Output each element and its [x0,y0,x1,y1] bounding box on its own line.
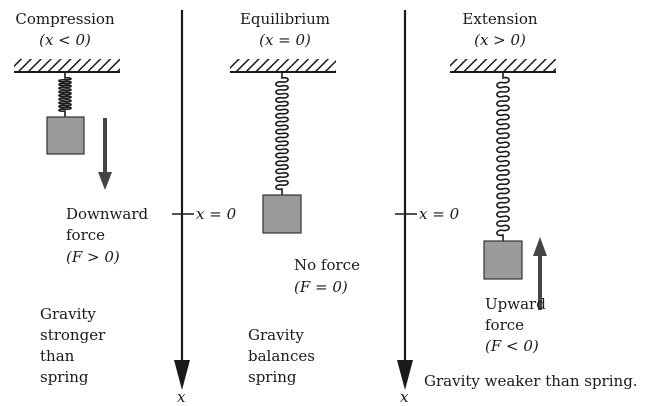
extension-spring [496,72,510,241]
extension-force-line1: Upward [485,295,546,313]
left-x-axis: x = 0 x [172,10,237,406]
compression-gravity-line3: than [40,347,75,365]
right-axis-label: x [400,388,409,406]
right-axis-arrowhead [397,360,413,390]
equilibrium-gravity-line1: Gravity [248,326,304,344]
compression-force-line2: force [66,226,105,244]
extension-force-line3: (F < 0) [485,337,539,355]
equilibrium-gravity-line3: spring [248,368,297,386]
equilibrium-force-line2: (F = 0) [294,278,348,296]
equilibrium-condition: (x = 0) [259,31,311,49]
left-zero-label: x = 0 [196,205,237,223]
extension-condition: (x > 0) [474,31,526,49]
equilibrium-title: Equilibrium [240,10,330,28]
equilibrium-ceiling [230,59,336,72]
equilibrium-spring [275,72,289,195]
equilibrium-panel: Equilibrium (x = 0) No force (F = 0) Gra… [230,10,360,386]
right-zero-label: x = 0 [419,205,460,223]
extension-panel: Extension (x > 0) Upward force (F < 0) G… [424,10,638,390]
extension-gravity-text: Gravity weaker than spring. [424,372,638,390]
compression-mass [46,116,85,155]
equilibrium-gravity-line2: balances [248,347,315,365]
compression-gravity-line2: stronger [40,326,106,344]
upward-force-arrow [533,237,547,310]
compression-force-line1: Downward [66,205,149,223]
compression-title: Compression [15,10,115,28]
compression-panel: Compression (x < 0) Downward force (F > … [14,10,149,386]
extension-title: Extension [462,10,538,28]
compression-gravity-line4: spring [40,368,89,386]
equilibrium-force-line1: No force [294,256,360,274]
left-axis-arrowhead [174,360,190,390]
compression-spring [58,72,72,117]
extension-ceiling [450,59,556,72]
compression-condition: (x < 0) [39,31,91,49]
compression-ceiling [14,59,120,72]
extension-force-line2: force [485,316,524,334]
right-x-axis: x = 0 x [395,10,460,406]
equilibrium-mass [262,194,302,234]
compression-gravity-line1: Gravity [40,305,96,323]
compression-force-line3: (F > 0) [66,248,120,266]
downward-force-arrow [98,118,112,190]
left-axis-label: x [177,388,186,406]
extension-mass [483,240,523,280]
